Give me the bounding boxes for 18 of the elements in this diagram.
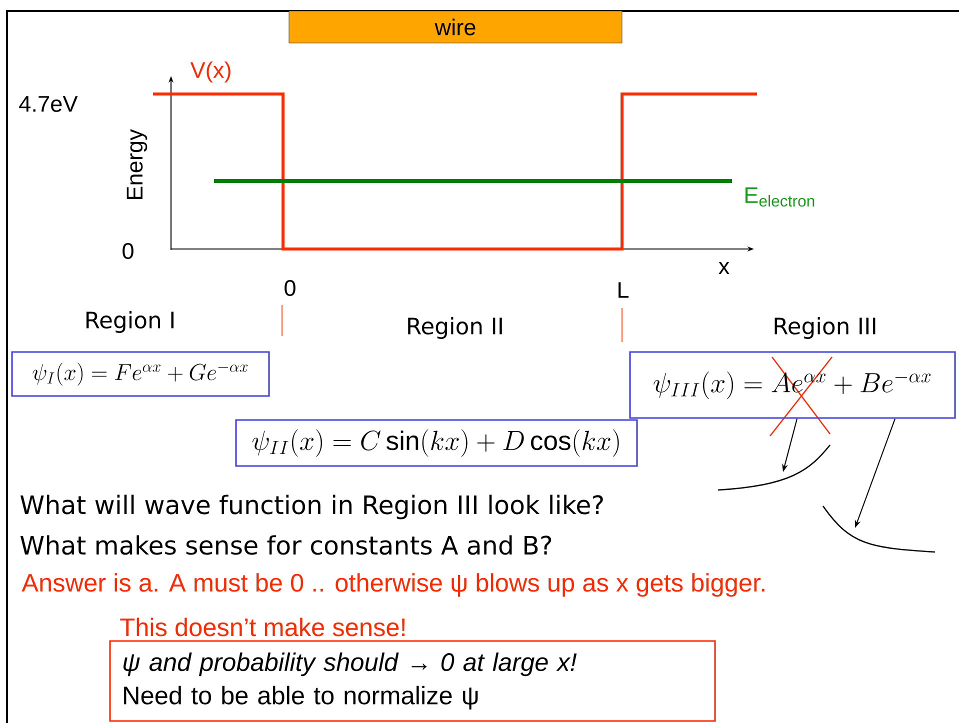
axis-label: V(x) xyxy=(190,61,230,83)
question-text: What will wave function in Region III look like? xyxy=(20,494,603,520)
wire-bar: wire xyxy=(288,10,622,44)
equation-box: $\psi_{II}(x) = C\sin(kx) + D\cos(kx)$ xyxy=(235,419,638,467)
question-text: What makes sense for constants A and B? xyxy=(20,535,552,555)
tick-label: L xyxy=(618,282,629,298)
region-label: Region II xyxy=(408,317,502,339)
axis-label: x xyxy=(718,262,730,274)
curve-drawing xyxy=(718,444,831,491)
note-box: ψ and probability should → 0 at large x! Need to be able to normalize ψ xyxy=(109,640,716,722)
answer-text: Answer is a. A must be 0 .. otherwise ψ blows up as x gets bigger. xyxy=(22,573,764,597)
equation-box: $\psi_{I}(x) = Fe^{\alpha x} + Ge^{-\alpha x}$ xyxy=(11,351,270,397)
curve-drawing xyxy=(822,506,936,553)
tick-label: 4.7eV xyxy=(19,96,78,112)
axis-label: Energy xyxy=(126,129,148,200)
level-label: E$_{electron}$ xyxy=(745,187,814,207)
tick-label: 0 xyxy=(284,280,296,296)
tick-label: 0 xyxy=(122,242,134,260)
